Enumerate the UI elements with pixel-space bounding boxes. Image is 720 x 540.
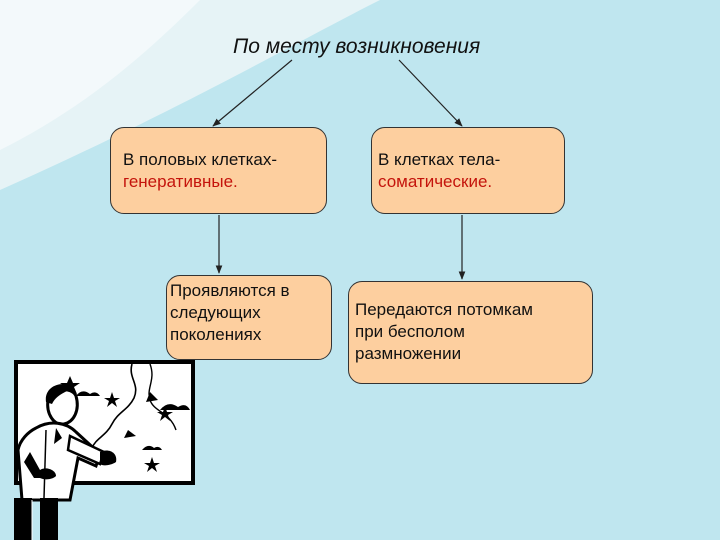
asexual-line3: размножении bbox=[355, 344, 462, 363]
somatic-line1: В клетках тела- bbox=[378, 150, 501, 169]
asexual-line2: при бесполом bbox=[355, 322, 465, 341]
arrow-title-to-somatic bbox=[398, 59, 463, 127]
generative-line1: В половых клетках- bbox=[123, 150, 278, 169]
generative-line2: генеративные. bbox=[123, 172, 238, 191]
somatic-box: В клетках тела- соматические. bbox=[371, 127, 565, 214]
generative-box: В половых клетках- генеративные. bbox=[110, 127, 327, 214]
next-generations-line1: Проявляются в bbox=[170, 281, 290, 300]
somatic-line2: соматические. bbox=[378, 172, 493, 191]
next-generations-box: Проявляются в следующих поколениях bbox=[166, 275, 332, 360]
asexual-line1: Передаются потомкам bbox=[355, 300, 533, 319]
next-generations-line3: поколениях bbox=[170, 325, 262, 344]
asexual-box: Передаются потомкам при бесполом размнож… bbox=[348, 281, 593, 384]
next-generations-line2: следующих bbox=[170, 303, 261, 322]
arrow-title-to-generative bbox=[212, 59, 293, 127]
diagram-title: По месту возникновения bbox=[233, 35, 481, 58]
